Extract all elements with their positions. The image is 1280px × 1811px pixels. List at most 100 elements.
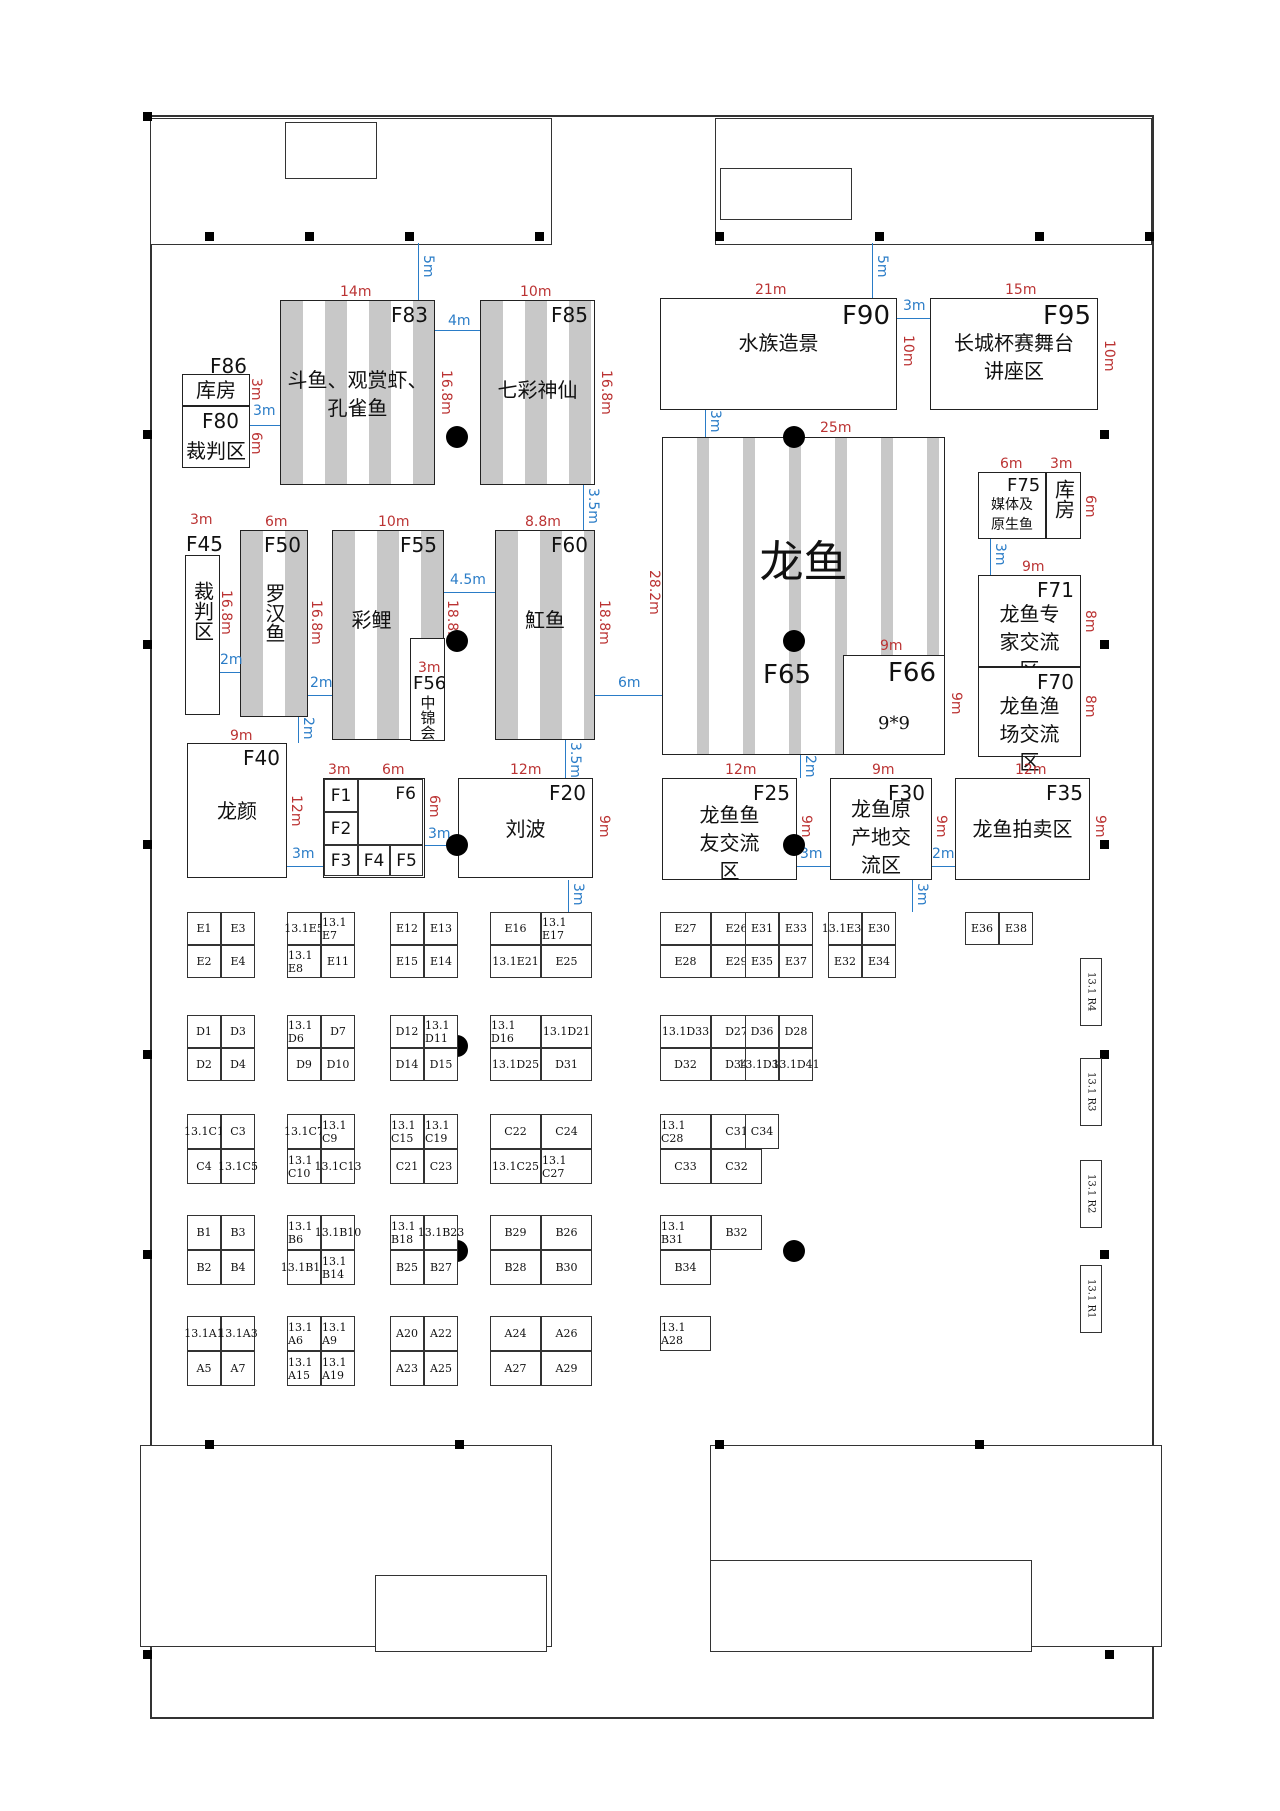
zone-f71[interactable]: F71 龙鱼专家交流区: [978, 575, 1081, 682]
zone-f25[interactable]: F25 龙鱼鱼友交流区: [662, 778, 797, 883]
booth-13-1b10[interactable]: 13.1B10: [315, 1215, 361, 1250]
zone-f66[interactable]: F66 9*9: [843, 655, 945, 755]
booth-e15[interactable]: E15: [390, 945, 424, 978]
zone-f83[interactable]: F83 斗鱼、观赏虾、孔雀鱼: [280, 300, 435, 485]
booth-f1[interactable]: F1: [324, 779, 358, 812]
booth-13-1e5[interactable]: 13.1E5: [284, 912, 324, 945]
booth-b4[interactable]: B4: [221, 1250, 255, 1285]
booth-13-1c25[interactable]: 13.1C25: [490, 1149, 541, 1184]
booth-13-1-d11[interactable]: 13.1 D11: [424, 1015, 458, 1048]
booth-e35[interactable]: E35: [745, 945, 779, 978]
booth-b3[interactable]: B3: [221, 1215, 255, 1250]
booth-13-1c7[interactable]: 13.1C7: [284, 1114, 324, 1149]
booth-13-1-a28[interactable]: 13.1 A28: [660, 1316, 711, 1351]
booth-e30[interactable]: E30: [862, 912, 896, 945]
booth-c4[interactable]: C4: [187, 1149, 221, 1184]
booth-f4[interactable]: F4: [358, 845, 390, 876]
booth-c23[interactable]: C23: [424, 1149, 458, 1184]
booth-e34[interactable]: E34: [862, 945, 896, 978]
booth-e33[interactable]: E33: [779, 912, 813, 945]
booth-13-1-a15[interactable]: 13.1 A15: [287, 1351, 321, 1386]
booth-e27[interactable]: E27: [660, 912, 711, 945]
booth-b34[interactable]: B34: [660, 1250, 711, 1285]
zone-f20[interactable]: F20 刘波: [458, 778, 593, 878]
booth-13-1-b18[interactable]: 13.1 B18: [390, 1215, 424, 1250]
booth-b1[interactable]: B1: [187, 1215, 221, 1250]
booth-b28[interactable]: B28: [490, 1250, 541, 1285]
booth-b26[interactable]: B26: [541, 1215, 592, 1250]
booth-13-1-a19[interactable]: 13.1 A19: [321, 1351, 355, 1386]
booth-e11[interactable]: E11: [321, 945, 355, 978]
booth-13-1-b6[interactable]: 13.1 B6: [287, 1215, 321, 1250]
booth-d28[interactable]: D28: [779, 1015, 813, 1048]
booth-e1[interactable]: E1: [187, 912, 221, 945]
booth-d14[interactable]: D14: [390, 1048, 424, 1081]
zone-f90[interactable]: F90 水族造景: [660, 298, 897, 410]
booth-a26[interactable]: A26: [541, 1316, 592, 1351]
booth-13-1-a9[interactable]: 13.1 A9: [321, 1316, 355, 1351]
booth-13-1-r1[interactable]: 13.1 R1: [1080, 1265, 1102, 1333]
booth-d2[interactable]: D2: [187, 1048, 221, 1081]
booth-13-1-e7[interactable]: 13.1 E7: [321, 912, 355, 945]
booth-e3[interactable]: E3: [221, 912, 255, 945]
booth-e14[interactable]: E14: [424, 945, 458, 978]
booth-13-1-r3[interactable]: 13.1 R3: [1080, 1058, 1102, 1126]
booth-13-1-c9[interactable]: 13.1 C9: [321, 1114, 355, 1149]
booth-e32[interactable]: E32: [828, 945, 862, 978]
booth-13-1-d16[interactable]: 13.1 D16: [490, 1015, 541, 1048]
booth-13-1d33[interactable]: 13.1D33: [660, 1015, 711, 1048]
booth-e4[interactable]: E4: [221, 945, 255, 978]
zone-f60[interactable]: F60 魟鱼: [495, 530, 595, 740]
booth-13-1-a6[interactable]: 13.1 A6: [287, 1316, 321, 1351]
booth-13-1-b31[interactable]: 13.1 B31: [660, 1215, 711, 1250]
zone-f85[interactable]: F85 七彩神仙: [480, 300, 595, 485]
booth-13-1d21[interactable]: 13.1D21: [541, 1015, 592, 1048]
booth-e13[interactable]: E13: [424, 912, 458, 945]
booth-d10[interactable]: D10: [321, 1048, 355, 1081]
booth-d3[interactable]: D3: [221, 1015, 255, 1048]
booth-b30[interactable]: B30: [541, 1250, 592, 1285]
booth-d31[interactable]: D31: [541, 1048, 592, 1081]
booth-d36[interactable]: D36: [745, 1015, 779, 1048]
booth-13-1a1[interactable]: 13.1A1: [184, 1316, 224, 1351]
booth-13-1-b14[interactable]: 13.1 B14: [321, 1250, 355, 1285]
booth-d9[interactable]: D9: [287, 1048, 321, 1081]
booth-b25[interactable]: B25: [390, 1250, 424, 1285]
booth-13-1-c19[interactable]: 13.1 C19: [424, 1114, 458, 1149]
zone-f35[interactable]: F35 龙鱼拍卖区: [955, 778, 1090, 880]
zone-f86[interactable]: 库房: [182, 374, 250, 406]
booth-a27[interactable]: A27: [490, 1351, 541, 1386]
booth-13-1-c10[interactable]: 13.1 C10: [287, 1149, 321, 1184]
zone-f75-storage[interactable]: 库房: [1046, 472, 1081, 539]
booth-c21[interactable]: C21: [390, 1149, 424, 1184]
booth-13-1c13[interactable]: 13.1C13: [315, 1149, 361, 1184]
booth-e36[interactable]: E36: [965, 912, 999, 945]
zone-f56[interactable]: F56 中锦会: [410, 638, 446, 741]
booth-13-1c5[interactable]: 13.1C5: [218, 1149, 258, 1184]
booth-e25[interactable]: E25: [541, 945, 592, 978]
booth-a29[interactable]: A29: [541, 1351, 592, 1386]
booth-13-1-c27[interactable]: 13.1 C27: [541, 1149, 592, 1184]
booth-13-1-r4[interactable]: 13.1 R4: [1080, 958, 1102, 1026]
booth-c34[interactable]: C34: [745, 1114, 779, 1149]
booth-f3[interactable]: F3: [324, 845, 358, 876]
booth-b2[interactable]: B2: [187, 1250, 221, 1285]
booth-b29[interactable]: B29: [490, 1215, 541, 1250]
booth-a24[interactable]: A24: [490, 1316, 541, 1351]
booth-f5[interactable]: F5: [390, 845, 423, 876]
booth-a25[interactable]: A25: [424, 1351, 458, 1386]
booth-e16[interactable]: E16: [490, 912, 541, 945]
booth-13-1-r2[interactable]: 13.1 R2: [1080, 1160, 1102, 1228]
booth-e31[interactable]: E31: [745, 912, 779, 945]
booth-d15[interactable]: D15: [424, 1048, 458, 1081]
booth-13-1b12[interactable]: 13.1B12: [281, 1250, 327, 1285]
booth-d32[interactable]: D32: [660, 1048, 711, 1081]
booth-e12[interactable]: E12: [390, 912, 424, 945]
booth-d1[interactable]: D1: [187, 1015, 221, 1048]
booth-13-1c1[interactable]: 13.1C1: [184, 1114, 224, 1149]
booth-d4[interactable]: D4: [221, 1048, 255, 1081]
zone-f70[interactable]: F70 龙鱼渔场交流区: [978, 667, 1081, 774]
booth-b27[interactable]: B27: [424, 1250, 458, 1285]
booth-f6[interactable]: F6: [358, 779, 423, 845]
booth-e38[interactable]: E38: [999, 912, 1033, 945]
